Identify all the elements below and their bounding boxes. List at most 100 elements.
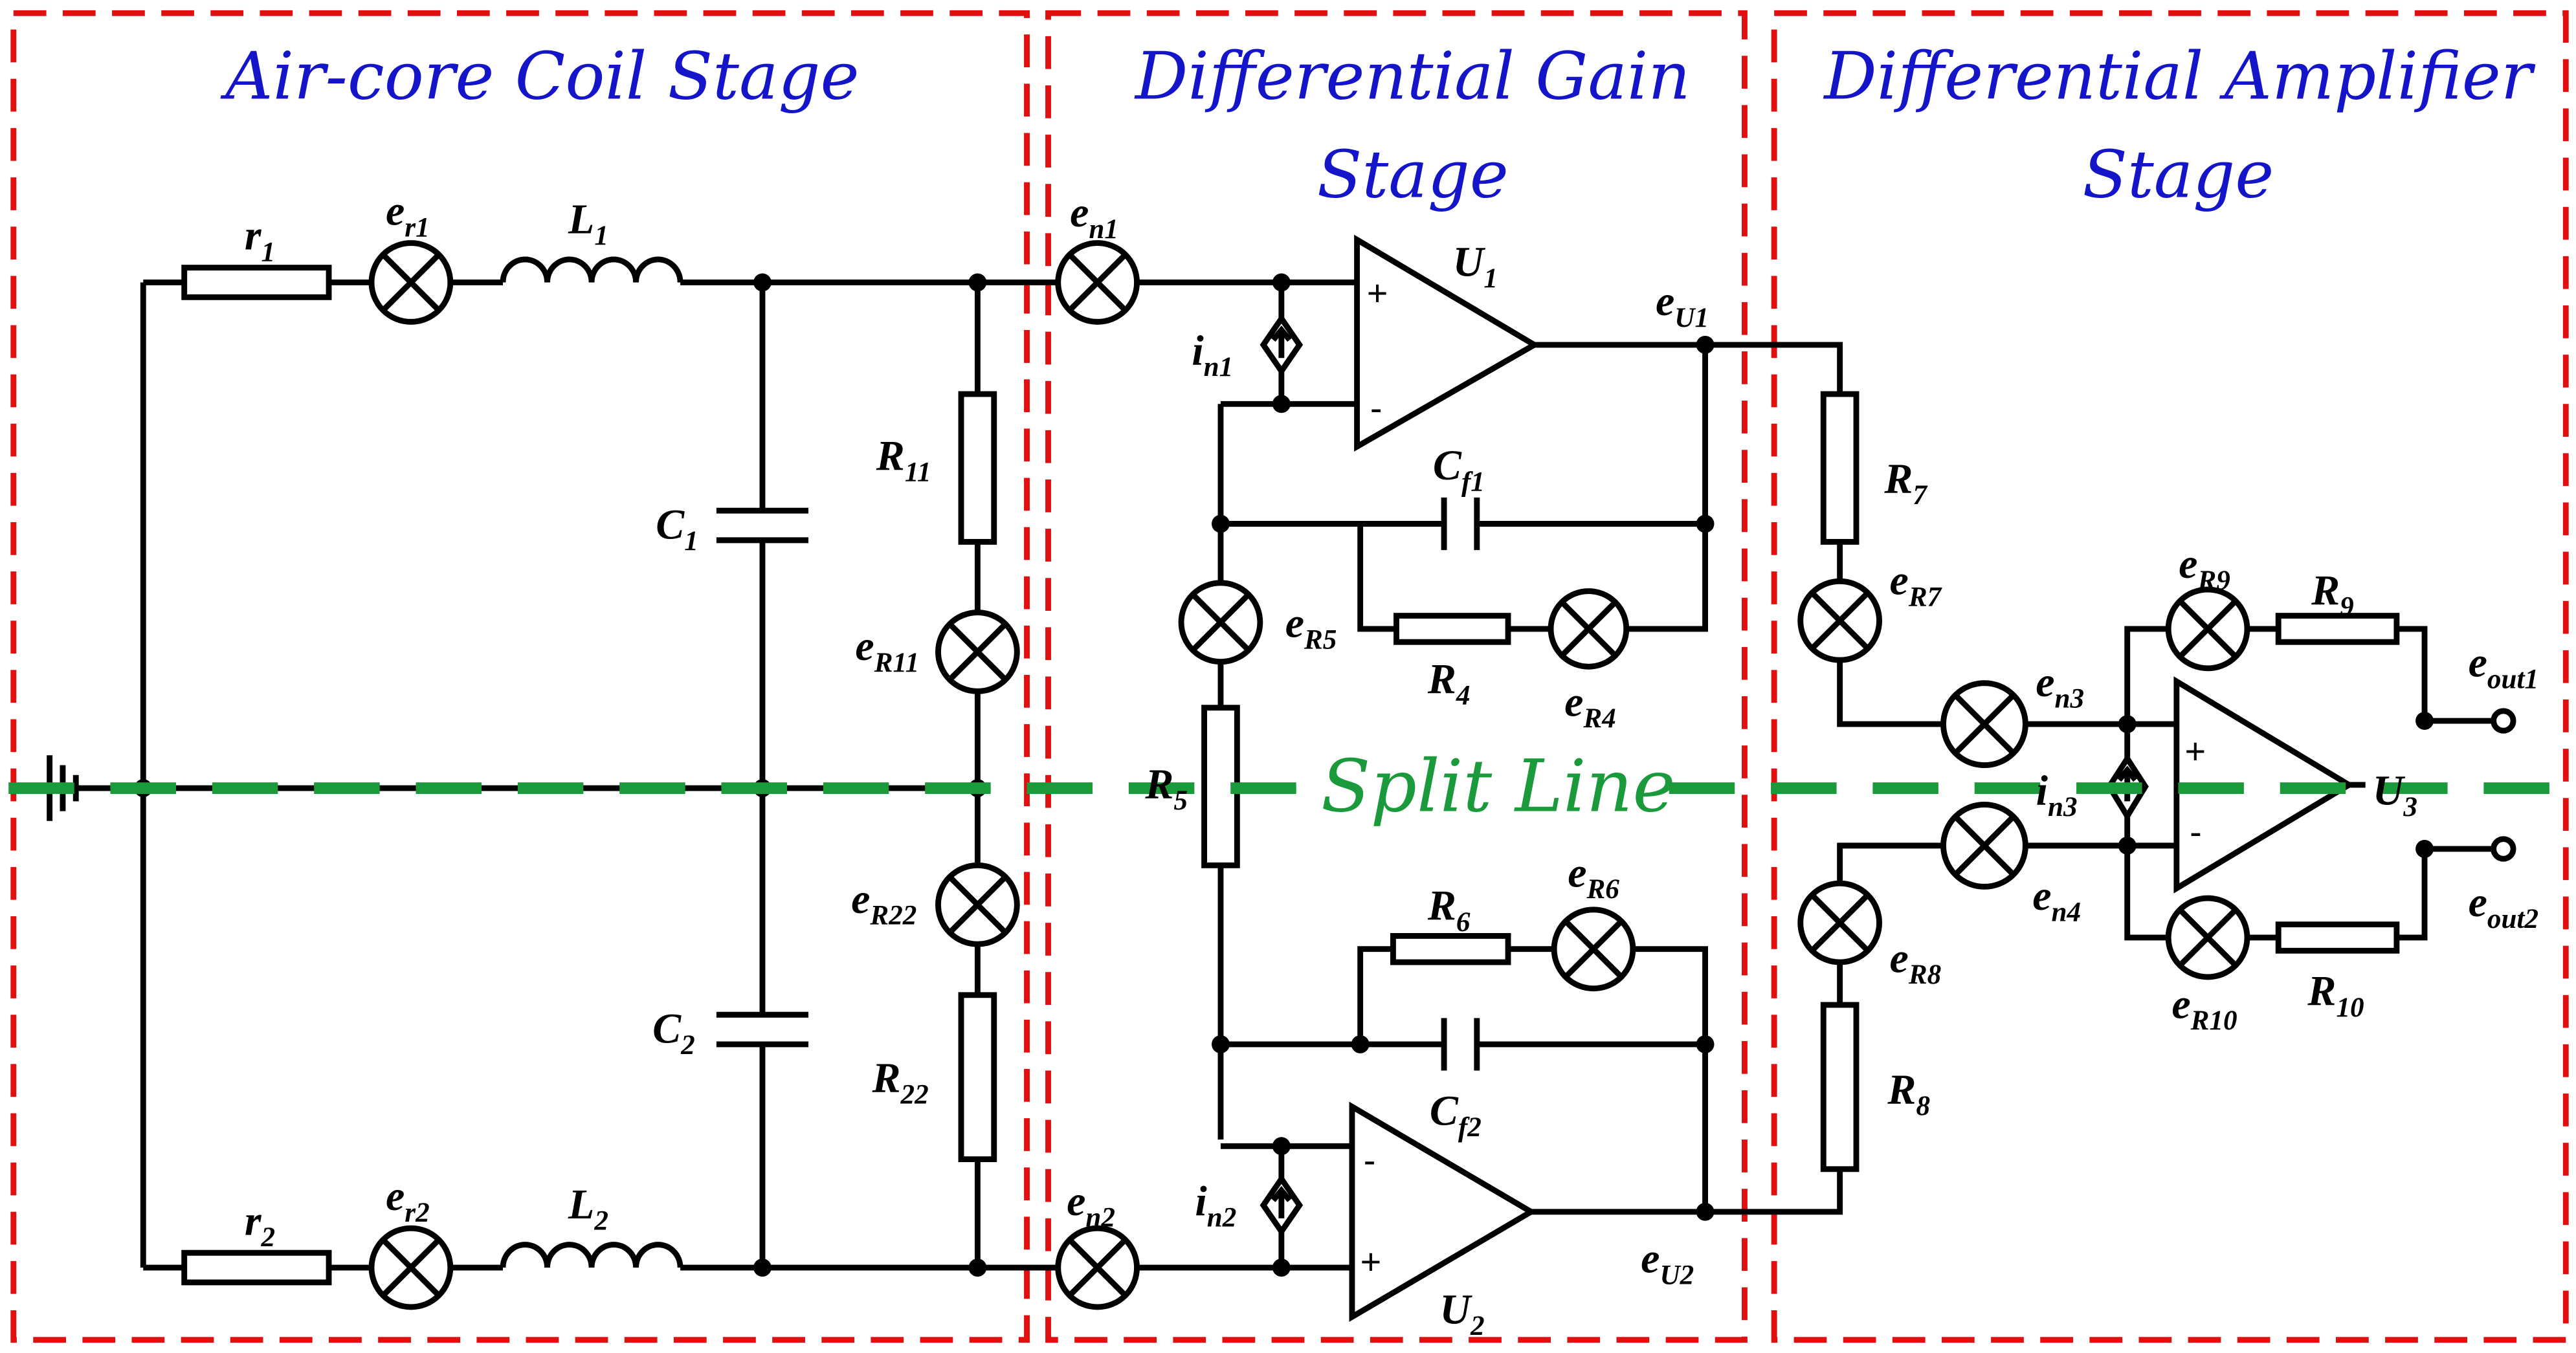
- noise-source-en3: [1940, 680, 2028, 768]
- resistor-R11: [958, 391, 997, 545]
- label-in3: in3: [2036, 767, 2078, 822]
- stage-box-amplifier: [1771, 10, 2569, 1343]
- opamp-U1: [1354, 234, 1540, 452]
- noise-source-eR11: [935, 610, 1020, 694]
- stage-title-amplifier-line1: Differential Amplifier: [1823, 38, 2535, 114]
- label-R10: R10: [2307, 967, 2364, 1023]
- label-L2: L2: [568, 1181, 608, 1237]
- opamp-U1-minus: -: [1370, 388, 1382, 428]
- label-Cf2: Cf2: [1430, 1087, 1482, 1143]
- junction-dots: [134, 273, 2434, 1277]
- label-eout1: eout1: [2469, 639, 2538, 695]
- noise-source-eR8: [1797, 880, 1882, 965]
- noise-source-eR10: [2165, 895, 2250, 980]
- noise-source-en4: [1940, 801, 2028, 890]
- resistor-R9: [2275, 613, 2400, 645]
- label-eR9: eR9: [2179, 540, 2230, 596]
- label-U2: U2: [1439, 1286, 1484, 1341]
- label-r1: r1: [245, 212, 275, 268]
- noise-source-eR9: [2165, 586, 2250, 672]
- label-R11: R11: [876, 432, 931, 488]
- opamp-U1-plus: +: [1367, 272, 1388, 313]
- stage-title-amplifier-line2: Stage: [2082, 137, 2274, 213]
- label-C1: C1: [656, 501, 698, 556]
- capacitor-Cf1: [1441, 497, 1480, 551]
- current-source-in2: [1260, 1174, 1304, 1237]
- resistor-r2: [181, 1249, 332, 1286]
- label-eR6: eR6: [1568, 849, 1619, 905]
- capacitor-C2: [716, 1011, 809, 1048]
- label-R8: R8: [1887, 1066, 1930, 1121]
- label-eR22: eR22: [851, 875, 916, 931]
- label-in1: in1: [1192, 327, 1233, 382]
- noise-source-eR7: [1797, 578, 1882, 663]
- label-U1: U1: [1453, 238, 1498, 294]
- noise-source-eR4: [1548, 588, 1630, 670]
- inductor-L2: [500, 1242, 683, 1268]
- noise-source-eR5: [1178, 580, 1263, 665]
- resistor-R7: [1820, 391, 1860, 545]
- resistor-R22: [958, 992, 997, 1163]
- stage-title-gain-line1: Differential Gain: [1134, 38, 1691, 114]
- label-en1: en1: [1070, 189, 1118, 245]
- inductor-L1: [500, 256, 683, 283]
- stage-title-air-core: Air-core Coil Stage: [220, 38, 859, 114]
- label-er2: er2: [386, 1172, 430, 1228]
- noise-source-er1: [368, 240, 454, 325]
- stage-title-gain-line2: Stage: [1317, 137, 1509, 213]
- noise-source-eR6: [1551, 907, 1636, 992]
- label-U3: U3: [2373, 767, 2417, 822]
- label-eU2: eU2: [1641, 1235, 1694, 1291]
- noise-source-en2: [1055, 1225, 1140, 1310]
- label-eR8: eR8: [1890, 934, 1942, 990]
- label-er1: er1: [386, 188, 430, 243]
- label-R22: R22: [872, 1055, 929, 1110]
- label-R6: R6: [1427, 882, 1471, 938]
- label-eR5: eR5: [1285, 600, 1337, 655]
- wiring: [47, 280, 2494, 1271]
- label-R9: R9: [2311, 567, 2354, 622]
- label-Cf1: Cf1: [1433, 442, 1485, 498]
- output-terminal-1: [2491, 708, 2516, 734]
- capacitor-C1: [716, 507, 809, 544]
- opamp-U2: [1349, 1101, 1537, 1322]
- capacitor-Cf2: [1441, 1018, 1480, 1071]
- label-eR7: eR7: [1890, 557, 1942, 613]
- label-eout2: eout2: [2469, 879, 2538, 934]
- opamp-U2-plus: +: [1360, 1241, 1382, 1282]
- noise-source-eR22: [935, 862, 1020, 947]
- resistor-R10: [2275, 921, 2400, 954]
- opamp-U3: [2173, 676, 2355, 894]
- resistor-R4: [1393, 613, 1511, 645]
- opamp-U3-plus: +: [2185, 731, 2206, 771]
- resistor-r1: [181, 265, 332, 300]
- opamp-U3-minus: -: [2190, 811, 2202, 852]
- label-eR4: eR4: [1564, 678, 1616, 734]
- resistor-R5: [1201, 705, 1240, 868]
- opamp-U2-minus: -: [1364, 1139, 1376, 1180]
- current-source-in1: [1260, 313, 1304, 377]
- label-eR10: eR10: [2171, 980, 2237, 1036]
- stage-box-air-core: [10, 10, 1030, 1343]
- resistor-R6: [1390, 933, 1511, 965]
- label-R4: R4: [1427, 655, 1471, 711]
- resistor-R8: [1820, 1002, 1860, 1172]
- split-line-label: Split Line: [1321, 745, 1676, 829]
- label-L1: L1: [568, 195, 608, 251]
- label-eU1: eU1: [1656, 278, 1709, 333]
- label-en3: en3: [2036, 659, 2084, 714]
- label-R5: R5: [1144, 760, 1188, 816]
- label-eR11: eR11: [855, 622, 919, 678]
- label-en2: en2: [1067, 1178, 1115, 1233]
- output-terminal-2: [2491, 836, 2516, 862]
- label-r2: r2: [245, 1197, 275, 1253]
- noise-source-en1: [1055, 240, 1140, 325]
- noise-source-er2: [368, 1225, 454, 1310]
- stage-box-gain: [1045, 10, 1748, 1343]
- label-in2: in2: [1195, 1178, 1236, 1233]
- label-R7: R7: [1883, 455, 1927, 511]
- label-C2: C2: [652, 1005, 695, 1061]
- label-en4: en4: [2032, 872, 2081, 928]
